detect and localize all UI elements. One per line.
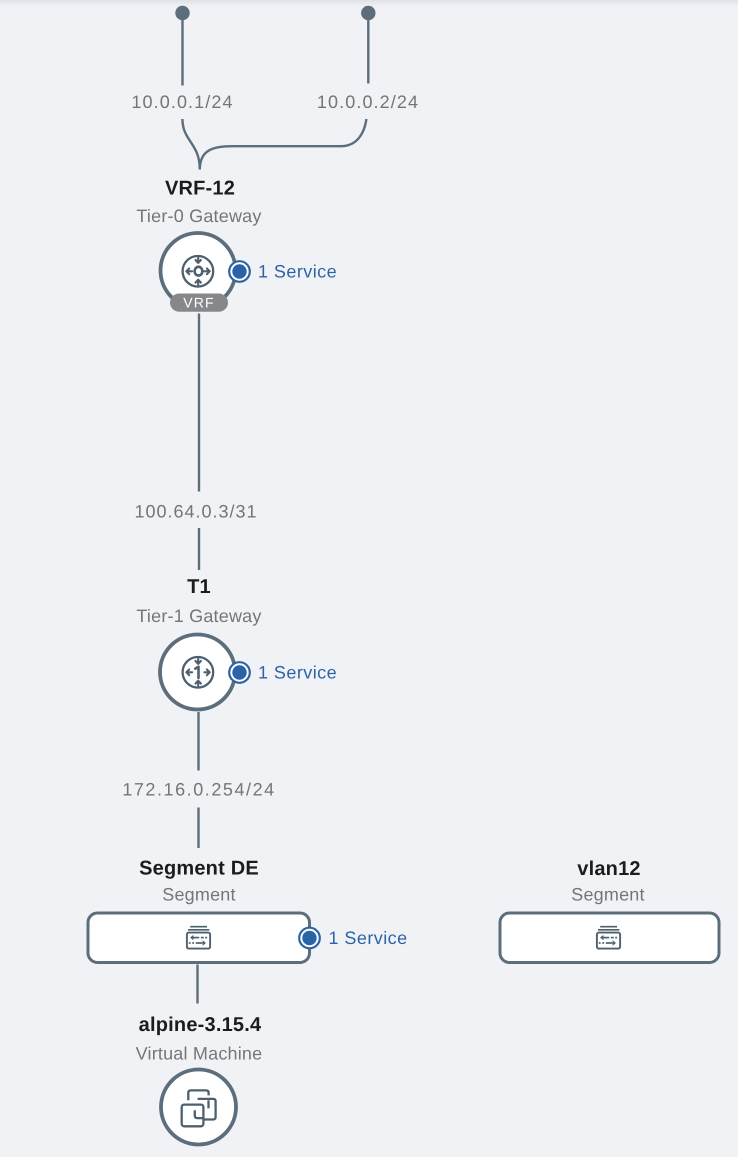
svg-text:alpine-3.15.4: alpine-3.15.4	[139, 1014, 262, 1036]
svg-text:100.64.0.3/31: 100.64.0.3/31	[134, 502, 257, 522]
svg-text:1 Service: 1 Service	[258, 663, 337, 683]
svg-text:1 Service: 1 Service	[329, 928, 408, 948]
svg-text:10.0.0.1/24: 10.0.0.1/24	[131, 92, 233, 112]
svg-text:1 Service: 1 Service	[258, 262, 337, 282]
svg-text:VRF: VRF	[183, 295, 215, 311]
svg-text:Segment: Segment	[571, 884, 644, 904]
svg-text:vlan12: vlan12	[577, 858, 640, 880]
svg-text:Virtual Machine: Virtual Machine	[136, 1044, 263, 1064]
svg-text:Tier-0 Gateway: Tier-0 Gateway	[136, 206, 261, 226]
svg-text:Segment DE: Segment DE	[139, 858, 259, 880]
svg-text:T1: T1	[187, 576, 211, 598]
svg-text:VRF-12: VRF-12	[165, 178, 235, 200]
svg-text:Tier-1 Gateway: Tier-1 Gateway	[136, 606, 261, 626]
svg-text:172.16.0.254/24: 172.16.0.254/24	[122, 780, 275, 800]
svg-text:10.0.0.2/24: 10.0.0.2/24	[317, 92, 419, 112]
svg-text:Segment: Segment	[162, 884, 235, 904]
